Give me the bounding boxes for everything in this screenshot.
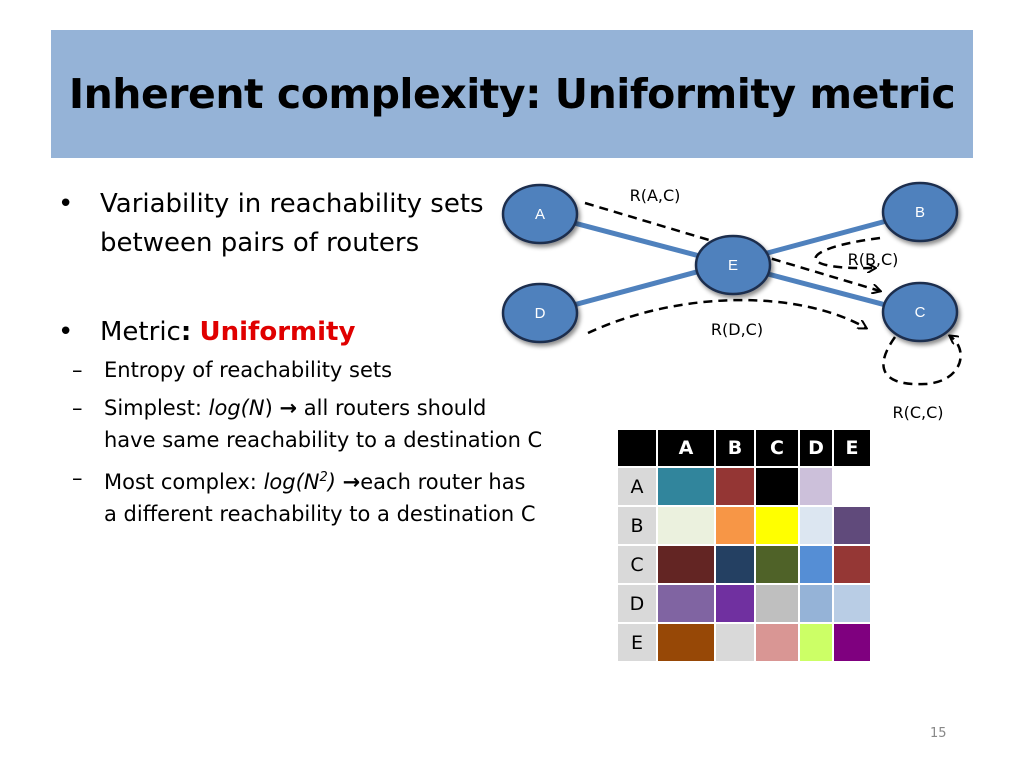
bullet-variability: • Variability in reachability sets betwe… (58, 185, 543, 263)
matrix-cell (832, 622, 872, 663)
matrix-cell (714, 622, 756, 663)
sub-complex-rest: each router has a different reachability… (104, 470, 536, 526)
matrix-cell (714, 544, 756, 585)
matrix-cell (798, 544, 834, 585)
matrix-cell (714, 505, 756, 546)
node-d-label: D (535, 305, 546, 322)
matrix-col-header: D (798, 428, 834, 468)
matrix-cell (656, 466, 716, 507)
dash-icon: – (72, 358, 83, 382)
matrix-cell (832, 505, 872, 546)
matrix-row-header: B (616, 505, 658, 546)
bullet-dot-icon: • (58, 317, 74, 347)
matrix-cell (798, 466, 834, 507)
node-d: D (501, 282, 579, 344)
sub-entropy-text: Entropy of reachability sets (104, 358, 393, 382)
bullet-dot-icon: • (58, 189, 74, 219)
label-r-a-c: R(A,C) (630, 186, 681, 205)
matrix-cell (832, 466, 872, 507)
slide-title: Inherent complexity: Uniformity metric (68, 70, 956, 118)
matrix-col-header: B (714, 428, 756, 468)
matrix-cell (656, 505, 716, 546)
metric-label: Metric (100, 317, 181, 347)
node-a: A (501, 183, 579, 245)
matrix-cell (656, 583, 716, 624)
matrix-cell (798, 622, 834, 663)
matrix-cell (832, 544, 872, 585)
bullet-list: • Variability in reachability sets betwe… (58, 185, 543, 530)
matrix-cell (656, 622, 716, 663)
path-r-b-c (814, 236, 881, 268)
page-number: 15 (930, 726, 947, 741)
sub-entropy: – Entropy of reachability sets (16, 354, 543, 386)
matrix-col-header: C (754, 428, 800, 468)
path-r-d-c (587, 298, 866, 335)
label-r-c-c: R(C,C) (892, 403, 943, 422)
sub-complex-prefix: Most complex: (104, 470, 264, 494)
node-c: C (881, 281, 959, 343)
path-r-c-c (882, 336, 962, 386)
matrix-row-header: C (616, 544, 658, 585)
matrix-row: D (616, 583, 872, 624)
matrix-corner (616, 428, 658, 468)
matrix-cell (754, 622, 800, 663)
matrix-cell (754, 544, 800, 585)
dash-icon: – (72, 396, 83, 420)
arrow-right-icon: → (342, 470, 361, 494)
dash-icon: – (72, 466, 83, 490)
node-c-label: C (915, 304, 926, 321)
sub-simplest-prefix: Simplest: (104, 396, 209, 420)
matrix-cell (656, 544, 716, 585)
matrix-row: A (616, 466, 872, 507)
matrix-cell (798, 505, 834, 546)
node-b-label: B (915, 204, 925, 221)
sub-complex-sup: 2 (319, 470, 328, 485)
matrix-cell (754, 505, 800, 546)
sub-simplest: – Simplest: log(N) → all routers should … (16, 392, 543, 456)
label-r-d-c: R(D,C) (711, 320, 763, 339)
metric-colon: : (180, 317, 192, 347)
sub-simplest-math: log(N (208, 396, 265, 420)
sub-simplest-close: ) (264, 396, 273, 420)
matrix-col-header: E (832, 428, 872, 468)
matrix-cell (798, 583, 834, 624)
sub-complex-close: ) (327, 470, 336, 494)
sub-simplest-rest: all routers should have same reachabilit… (104, 396, 543, 452)
title-bar: Inherent complexity: Uniformity metric (51, 30, 973, 158)
bullet-variability-text: Variability in reachability sets between… (100, 189, 484, 258)
matrix-row-header: A (616, 466, 658, 507)
matrix-row: C (616, 544, 872, 585)
matrix-cell (754, 583, 800, 624)
matrix-col-header: A (656, 428, 716, 468)
matrix-cell (714, 466, 756, 507)
node-e-label: E (728, 257, 738, 274)
matrix-row: E (616, 622, 872, 663)
matrix-header-row: A B C D E (616, 428, 872, 468)
matrix-cell (714, 583, 756, 624)
reachability-matrix: A B C D E A B C D E (616, 428, 872, 663)
matrix-cell (832, 583, 872, 624)
matrix-row: B (616, 505, 872, 546)
node-e: E (694, 234, 772, 296)
bullet-metric: • Metric: Uniformity (58, 313, 543, 352)
label-r-b-c: R(B,C) (848, 250, 899, 269)
metric-uniformity: Uniformity (199, 317, 356, 347)
node-a-label: A (535, 206, 545, 223)
sub-complex-math: log(N (263, 470, 320, 494)
arrow-right-icon: → (279, 396, 298, 420)
matrix-row-header: D (616, 583, 658, 624)
matrix-row-header: E (616, 622, 658, 663)
matrix-cell (754, 466, 800, 507)
sub-complex: – Most complex: log(N2) →each router has… (16, 462, 543, 530)
node-b: B (881, 181, 959, 243)
